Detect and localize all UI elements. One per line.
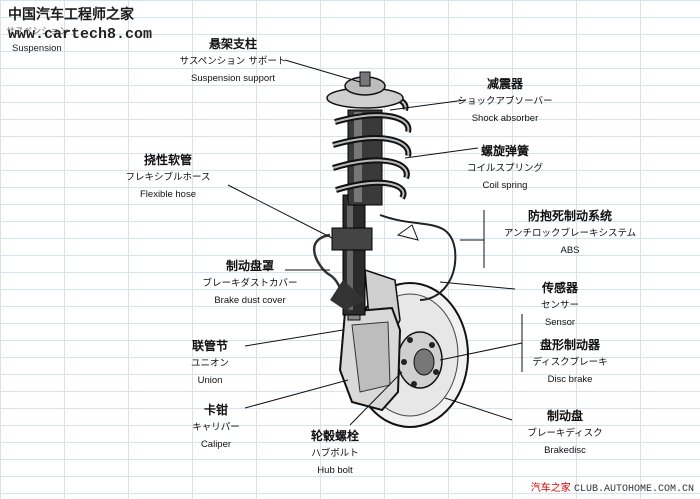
leader-lines	[227, 59, 523, 426]
label-ja: フレキシブルホース	[125, 172, 211, 183]
label-ja: コイルスプリング	[466, 163, 543, 174]
label-en: Suspension support	[191, 73, 275, 84]
label-brake-disc: 制动盘 ブレーキディスク Brakedisc	[515, 408, 615, 458]
label-ja: サスペンション サポート	[179, 56, 287, 67]
label-en: Coil spring	[482, 180, 528, 191]
label-disc-brake: 盘形制动器 ディスクブレーキ Disc brake	[520, 337, 620, 387]
label-zh: 传感器	[541, 281, 578, 295]
label-ja: ブレーキディスク	[527, 428, 603, 439]
label-en: Union	[197, 375, 223, 386]
label-zh: 挠性软管	[143, 153, 192, 167]
label-en: Flexible hose	[140, 189, 196, 200]
site-url-watermark: www.cartech8.com	[8, 26, 153, 43]
site-name-watermark: 中国汽车工程师之家	[8, 7, 134, 23]
label-en: Brakedisc	[544, 445, 586, 456]
top-left-en-label: Suspension	[12, 43, 62, 54]
label-ja: ディスクブレーキ	[532, 357, 608, 368]
top-left-ja-label: サスペンション	[6, 27, 69, 37]
label-en: Caliper	[200, 439, 232, 450]
footer-url: CLUB.AUTOHOME.COM.CN	[573, 484, 694, 495]
label-en: Sensor	[544, 317, 576, 328]
label-union: 联管节 ユニオン Union	[180, 338, 240, 388]
suspension-support-illustration	[326, 71, 404, 109]
label-ja: ショックアブソーバー	[457, 96, 553, 107]
label-en: Hub bolt	[317, 465, 353, 476]
strut-illustration	[330, 194, 373, 316]
label-zh: 卡钳	[203, 403, 228, 417]
label-zh: 螺旋弹簧	[480, 144, 529, 158]
label-ja: キャリパー	[192, 422, 240, 433]
footer-brand: 汽车之家	[530, 483, 571, 494]
label-flexible-hose: 挠性软管 フレキシブルホース Flexible hose	[108, 152, 228, 202]
label-zh: 悬架支柱	[208, 37, 257, 51]
label-coil-spring: 螺旋弹簧 コイルスプリング Coil spring	[450, 143, 560, 193]
brake-hose	[313, 233, 351, 314]
label-ja: センサー	[540, 300, 579, 311]
label-brake-dust-cover: 制动盘罩 ブレーキダストカバー Brake dust cover	[190, 258, 310, 308]
label-zh: 减震器	[486, 77, 523, 91]
shock-absorber-illustration	[347, 109, 383, 206]
label-en: ABS	[560, 245, 580, 256]
label-zh: 盘形制动器	[539, 338, 600, 352]
label-zh: 制动盘罩	[225, 259, 274, 273]
label-zh: 制动盘	[546, 409, 583, 423]
label-en: Brake dust cover	[214, 295, 286, 306]
label-en: Disc brake	[547, 374, 593, 385]
label-hub-bolt: 轮毂螺栓 ハブボルト Hub bolt	[290, 428, 380, 478]
label-ja: ブレーキダストカバー	[202, 278, 298, 289]
label-zh: 防抱死制动系统	[527, 209, 612, 223]
label-ja: アンチロックブレーキシステム	[503, 228, 637, 239]
label-caliper: 卡钳 キャリパー Caliper	[186, 402, 246, 452]
label-sensor: 传感器 センサー Sensor	[520, 280, 600, 330]
label-suspension-support: 悬架支柱 サスペンション サポート Suspension support	[168, 36, 298, 86]
label-ja: ユニオン	[190, 358, 229, 369]
label-abs: 防抱死制动系统 アンチロックブレーキシステム ABS	[495, 208, 645, 258]
abs-cable	[379, 214, 457, 301]
label-zh: 联管节	[191, 339, 228, 353]
label-ja: ハブボルト	[311, 448, 359, 459]
label-zh: 轮毂螺栓	[310, 429, 359, 443]
label-en: Shock absorber	[471, 113, 539, 124]
caliper-illustration	[338, 299, 402, 412]
footer-watermark: 汽车之家 CLUB.AUTOHOME.COM.CN	[531, 479, 694, 495]
label-shock-absorber: 减震器 ショックアブソーバー Shock absorber	[440, 76, 570, 126]
